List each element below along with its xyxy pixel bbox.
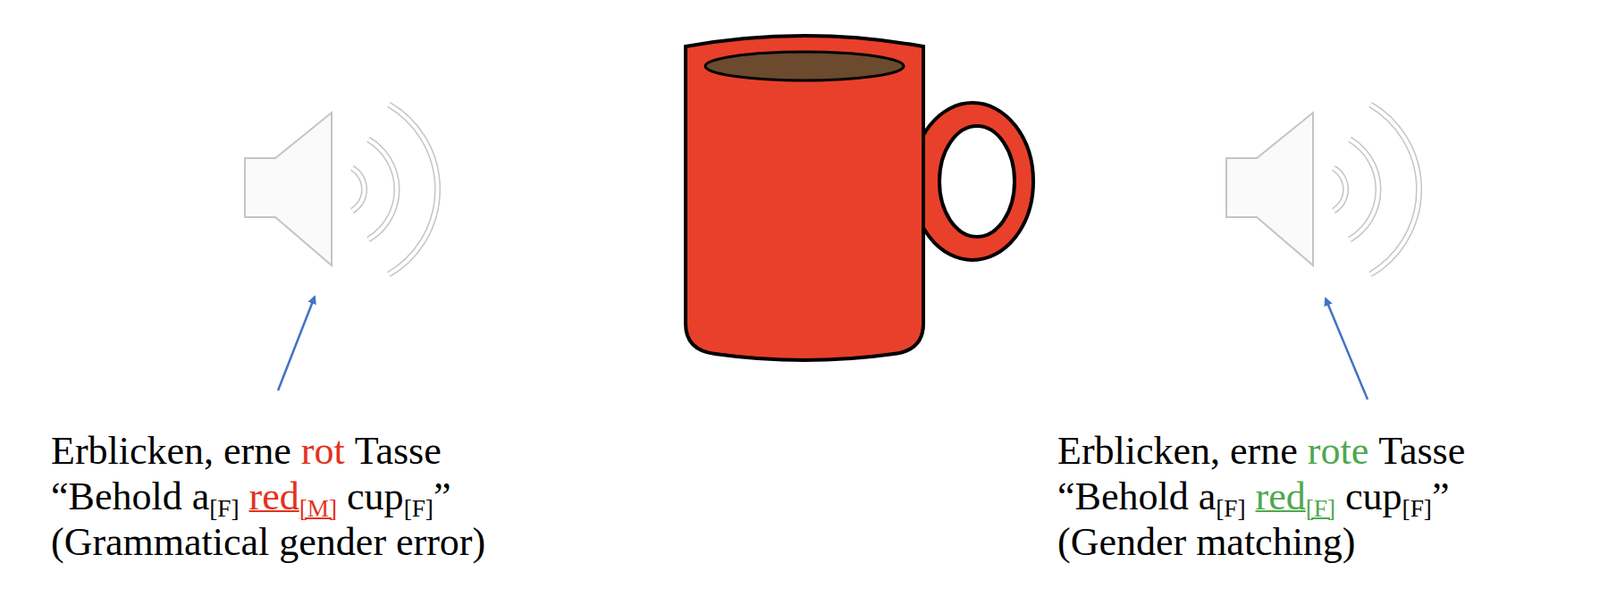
mug-illustration xyxy=(685,35,1034,361)
gender-subscript: [F] xyxy=(1402,495,1432,523)
sentence-text: cup xyxy=(346,474,405,519)
sentence-text: Tasse xyxy=(1378,429,1466,473)
gender-subscript: [F] xyxy=(209,495,239,523)
pointer-arrow xyxy=(1325,298,1368,400)
speaker-icon xyxy=(1226,104,1420,275)
gender-subscript: [F] xyxy=(404,495,434,523)
sentence-text: (Grammatical gender error) xyxy=(50,520,486,565)
sentence-text: Erblicken, erne xyxy=(1057,429,1298,473)
gender-subscript: [M] xyxy=(299,495,337,523)
sentence-text: Tasse xyxy=(354,429,442,473)
sentence-text: “Behold a xyxy=(1057,474,1216,519)
sentence-text: Erblicken, erne xyxy=(50,429,292,473)
sentence-text: red xyxy=(1255,474,1306,519)
caption-line: “Behold a[F]red[F]cup[F]” xyxy=(1057,473,1449,520)
caption-line: “Behold a[F]red[M]cup[F]” xyxy=(50,473,451,520)
sentence-text: rot xyxy=(301,429,346,473)
sentence-text: “Behold a xyxy=(50,474,210,519)
caption-line: Erblicken, ernerotTasse xyxy=(50,428,442,474)
sentence-text: rote xyxy=(1307,429,1369,473)
caption-line: (Gender matching) xyxy=(1057,519,1356,565)
gender-subscript: [F] xyxy=(1305,495,1336,523)
sentence-text: (Gender matching) xyxy=(1057,520,1356,565)
caption-line: Erblicken, erneroteTasse xyxy=(1057,428,1466,474)
speaker-icon xyxy=(244,104,438,275)
sentence-text: ” xyxy=(433,474,452,519)
caption-line: (Grammatical gender error) xyxy=(50,519,486,565)
sentence-text: red xyxy=(249,474,300,519)
pointer-arrow xyxy=(277,296,315,391)
gender-subscript: [F] xyxy=(1215,495,1246,523)
sentence-text: cup xyxy=(1345,474,1403,519)
sentence-text: ” xyxy=(1431,474,1450,519)
